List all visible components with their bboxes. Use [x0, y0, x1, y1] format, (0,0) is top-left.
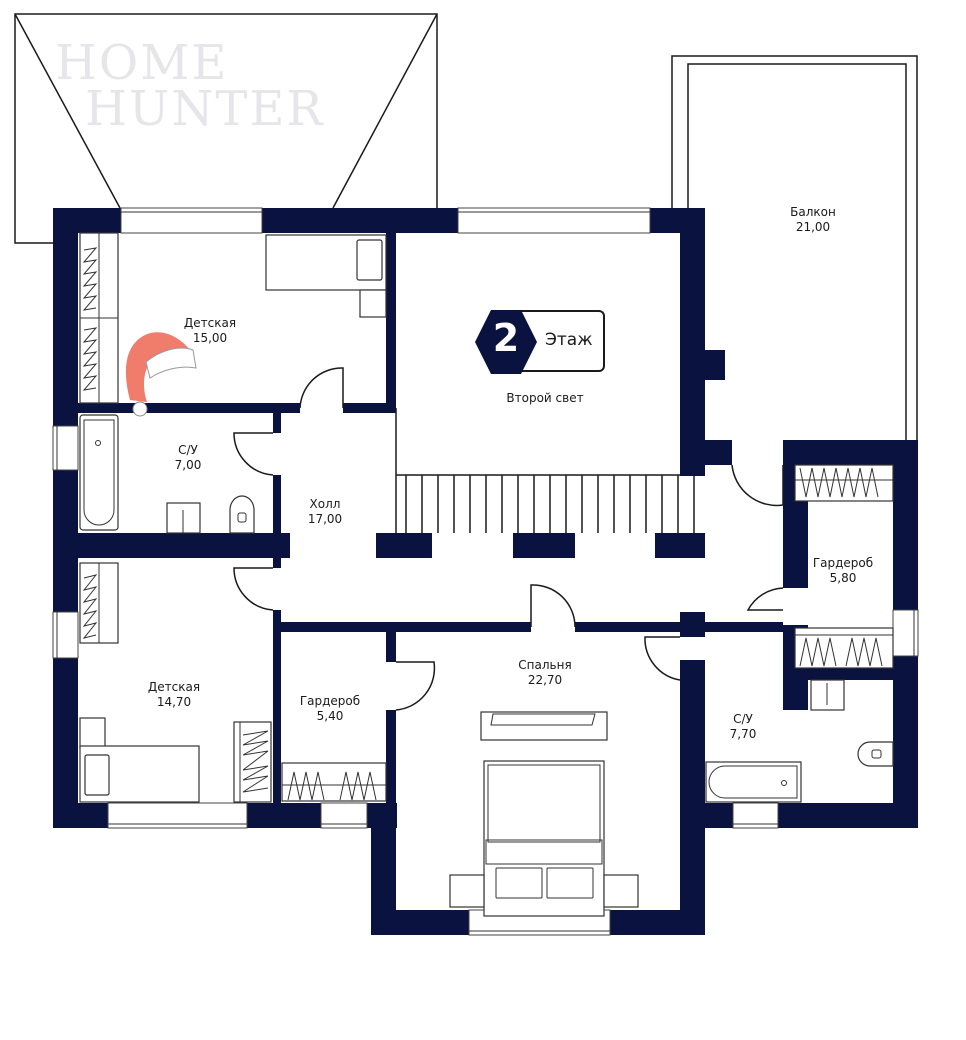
stairs	[395, 408, 695, 533]
room-name: С/У	[733, 712, 753, 726]
wardrobe2-rails	[794, 464, 894, 669]
watermark-line2: HUNTER	[85, 81, 325, 137]
room-label-balcony: Балкон 21,00	[790, 205, 836, 235]
kids1-bed	[265, 234, 387, 318]
room-label-wardrobe2: Гардероб 5,80	[813, 556, 873, 586]
room-name: Спальня	[518, 658, 572, 672]
wardrobe1-rails	[281, 762, 387, 802]
kids1-wardrobe	[79, 232, 119, 404]
room-name: С/У	[178, 443, 198, 457]
room-label-bedroom: Спальня 22,70	[518, 658, 571, 688]
room-label-hall: Холл 17,00	[308, 497, 342, 527]
room-name: Детская	[183, 316, 237, 330]
watermark-line1: HOME	[55, 35, 229, 91]
santa-hat-decoration	[125, 332, 197, 417]
room-area: 7,00	[174, 458, 202, 472]
room-area: 15,00	[192, 331, 228, 345]
room-name: Холл	[309, 497, 341, 511]
room-area: 21,00	[795, 220, 831, 234]
bath1-fixtures	[79, 414, 255, 534]
room-area: 22,70	[527, 673, 563, 687]
kids2-wardrobe	[79, 562, 272, 803]
room-label-bath1: С/У 7,00	[175, 443, 202, 473]
room-label-bath2: С/У 7,70	[730, 712, 757, 742]
room-name: Гардероб	[812, 556, 874, 570]
room-name: Балкон	[790, 205, 836, 219]
floor-word: Этаж	[545, 330, 593, 350]
room-area: 17,00	[307, 512, 343, 526]
room-name: Детская	[147, 680, 201, 694]
room-label-kids2: Детская 14,70	[148, 680, 200, 710]
room-area: 5,80	[829, 571, 857, 585]
walls	[53, 208, 918, 935]
room-area: 14,70	[156, 695, 192, 709]
room-area: 5,40	[316, 709, 344, 723]
watermark-logo: HOME HUNTER	[55, 35, 325, 137]
floor-number: 2	[492, 316, 520, 360]
bedroom-furniture	[449, 711, 639, 917]
room-label-kids1: Детская 15,00	[184, 316, 236, 346]
room-name: Гардероб	[299, 694, 361, 708]
floor-badge: 2 Этаж	[473, 308, 608, 376]
balcony-outline	[671, 55, 918, 440]
hexagon-icon	[475, 310, 537, 374]
room-label-wardrobe1: Гардероб 5,40	[300, 694, 360, 724]
kids2-bed	[79, 717, 200, 803]
bath2-fixtures	[705, 679, 894, 803]
roof-outline	[14, 13, 438, 244]
room-area: 7,70	[729, 727, 757, 741]
double-height-label: Второй свет	[506, 391, 584, 405]
doors	[233, 367, 784, 711]
